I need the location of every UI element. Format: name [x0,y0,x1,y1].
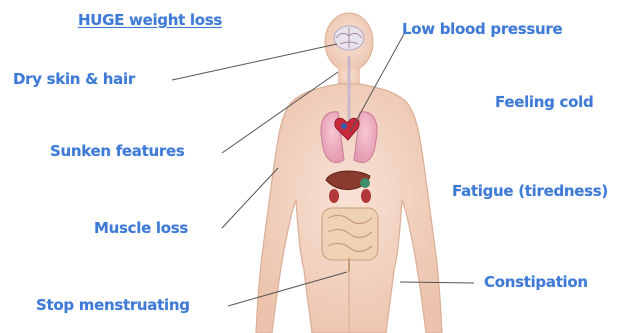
label-feeling-cold: Feeling cold [495,93,593,111]
leader-dry-skin [172,44,337,80]
label-stop-menstruating: Stop menstruating [36,296,190,314]
leader-constipation [400,282,474,283]
label-constipation: Constipation [484,273,588,291]
brain-icon [334,26,364,50]
label-dry-skin-hair: Dry skin & hair [13,70,135,88]
label-fatigue: Fatigue (tiredness) [452,182,608,200]
label-sunken-features: Sunken features [50,142,184,160]
diagram-title: HUGE weight loss [78,11,222,29]
label-low-blood-pressure: Low blood pressure [402,20,562,38]
label-muscle-loss: Muscle loss [94,219,188,237]
